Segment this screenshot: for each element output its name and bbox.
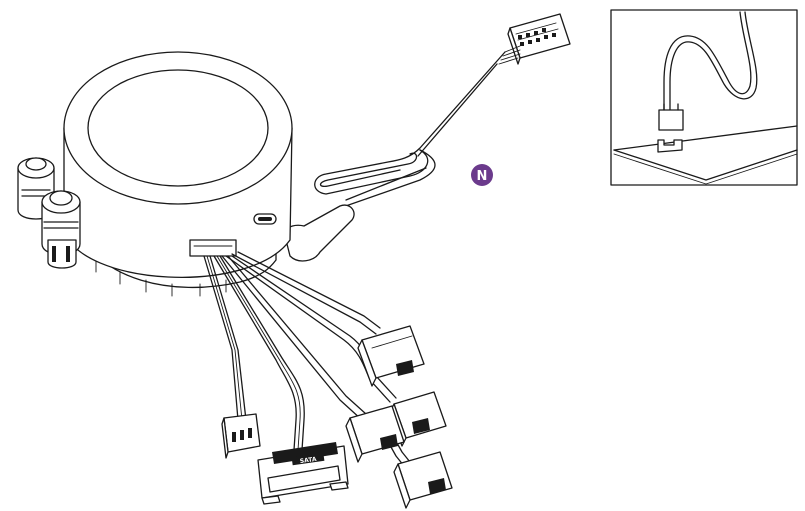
fan-connector-bottom — [393, 451, 453, 509]
usb-header-cable — [314, 13, 571, 209]
fan-connector-top — [357, 325, 425, 387]
inset-cable — [669, 11, 758, 111]
inset-board-thickness — [613, 153, 798, 185]
fan-connector-left — [345, 405, 405, 463]
inset-header — [657, 139, 683, 153]
inset-board-edge-top — [613, 125, 798, 151]
inset-detail — [610, 9, 798, 186]
inset-plug — [658, 109, 684, 131]
pump-head — [63, 51, 293, 297]
sata-label: SATA — [299, 456, 317, 465]
cable-socket — [189, 239, 237, 257]
callout-badge: N — [471, 164, 493, 186]
sata-power-connector: SATA — [257, 442, 349, 505]
inset-frame — [610, 9, 798, 186]
splitter-cables — [203, 251, 411, 467]
pump-top-display — [87, 69, 269, 187]
callout-circle — [471, 164, 493, 186]
inset-board-edge-front — [613, 149, 798, 181]
three-pin-connector — [221, 413, 261, 459]
tube-fittings — [17, 157, 81, 269]
micro-usb-body — [283, 204, 355, 262]
callout-label: N — [477, 169, 488, 184]
inset-cable-edge — [663, 11, 752, 111]
